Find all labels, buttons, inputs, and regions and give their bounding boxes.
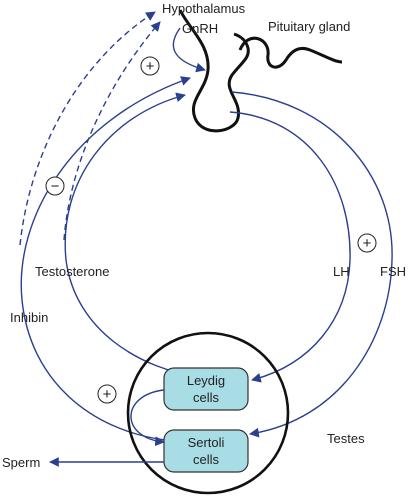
pituitary-gland-label: Pituitary gland — [268, 19, 350, 34]
testes-circle — [126, 331, 290, 495]
inhibin-label: Inhibin — [10, 310, 48, 325]
leydig-label-line1: Leydig — [187, 373, 225, 388]
pituitary-gland-outline — [238, 36, 343, 69]
feedback-dashed-outer — [19, 11, 156, 246]
leydig-label-line2: cells — [193, 390, 220, 405]
feedback-minus-sign: − — [45, 176, 65, 196]
hypothalamus-label: Hypothalamus — [162, 1, 246, 16]
sertoli-label-line1: Sertoli — [188, 435, 225, 450]
svg-text:+: + — [103, 386, 112, 403]
fsh-label: FSH — [380, 264, 406, 279]
sertoli-label-line2: cells — [193, 452, 220, 467]
leydig-to-sertoli-arrow — [130, 389, 165, 447]
sperm-label: Sperm — [2, 455, 40, 470]
testosterone-pathway — [64, 92, 206, 379]
gnrh-pathway — [172, 27, 206, 73]
testes-label: Testes — [327, 431, 365, 446]
hypothalamus-plus-sign: + — [140, 56, 160, 76]
feedback-dashed-inner — [63, 21, 161, 241]
leydig-cells-box — [163, 367, 249, 411]
testis-plus-sign: + — [97, 384, 117, 404]
gnrh-label: GnRH — [182, 21, 218, 36]
inhibin-pathway — [20, 76, 191, 441]
sertoli-cells-box — [163, 429, 249, 473]
lh-pathway — [229, 111, 351, 383]
lh-plus-sign: + — [357, 233, 377, 253]
hypothalamus-stalk-outline — [178, 9, 250, 133]
fsh-pathway — [231, 91, 393, 438]
svg-text:+: + — [146, 58, 155, 75]
lh-label: LH — [333, 264, 350, 279]
svg-text:+: + — [363, 235, 372, 252]
svg-text:−: − — [51, 178, 60, 195]
testosterone-label: Testosterone — [35, 264, 109, 279]
